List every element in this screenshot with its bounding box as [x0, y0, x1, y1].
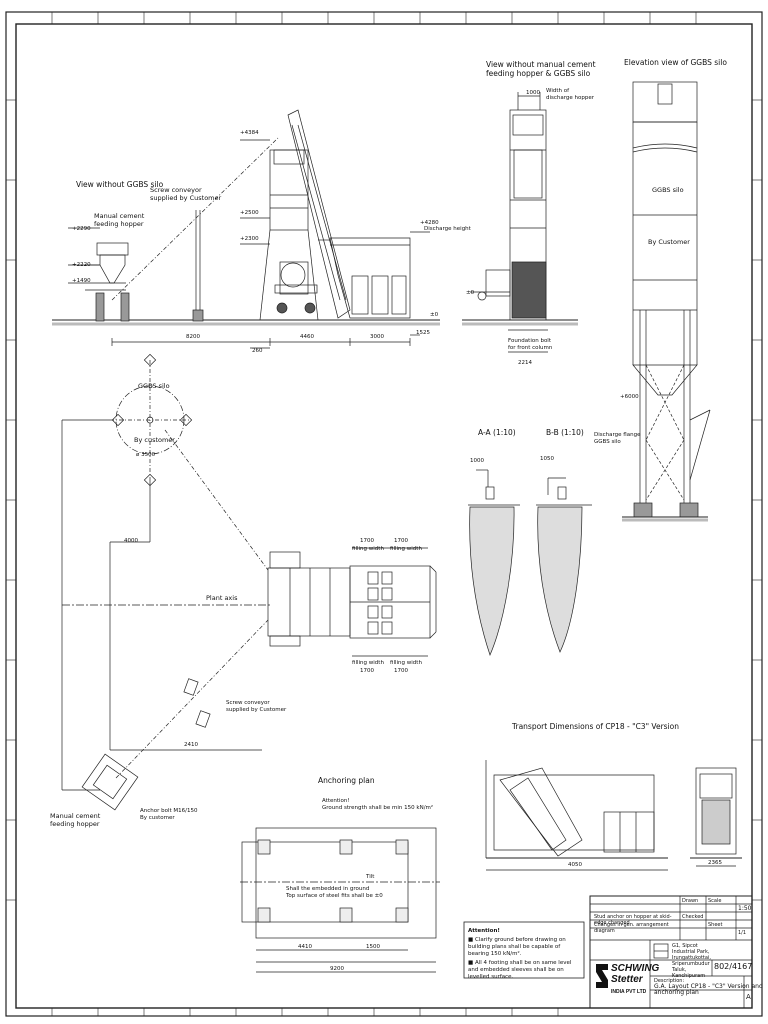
dim-1000: 1000 [526, 90, 540, 96]
attention-notes: Attention! ■ Clarify ground before drawi… [468, 928, 580, 983]
dim-2365: 2365 [708, 860, 722, 866]
dim-4000: 4000 [124, 538, 138, 544]
label-tilt: Tilt [366, 874, 375, 880]
dim-h4280: +4280 [420, 220, 439, 226]
view-title-front: View without manual cement feeding hoppe… [486, 60, 596, 78]
dim-3500: ø 3500 [136, 452, 156, 458]
section-views [468, 469, 592, 656]
revision-1: Stud anchor on hopper at skid-edge chang… [594, 914, 672, 926]
view-title-section-aa: A-A (1:10) [478, 428, 516, 437]
label-anchor-note: Attention! Ground strength shall be min … [322, 798, 434, 811]
label-filling-width-3: filling width [352, 660, 384, 666]
label-anchor-inner: Shall the embedded in ground Top surface… [286, 886, 383, 899]
label-filling-width-4: filling width [390, 660, 422, 666]
label-width-discharge: Width of discharge hopper [546, 88, 595, 101]
label-anchor-bolt: Anchor bolt M16/150 By customer [140, 808, 198, 821]
anchoring-plan [240, 827, 440, 973]
dim-1700b: 1700 [394, 538, 408, 544]
dim-h0a: ±0 [430, 312, 439, 318]
description-label: Description: [654, 978, 685, 984]
label-ggbs-silo-plan: GGBS silo [138, 382, 170, 390]
view-title-transport: Transport Dimensions of CP18 - "C3" Vers… [512, 722, 679, 731]
view-title-side: View without GGBS silo [76, 180, 164, 189]
dim-2410: 2410 [184, 742, 198, 748]
dim-h2500: +2500 [240, 210, 259, 216]
dim-3000: 3000 [370, 334, 384, 340]
company-address: G1, Sipcot Industrial Park, Irungattukot… [672, 943, 711, 979]
dim-h1490: +1490 [72, 278, 91, 284]
scale-label: Scale [708, 898, 722, 904]
dim-1700d: 1700 [394, 668, 408, 674]
dim-4410: 4410 [298, 944, 312, 950]
label-screw-conveyor: Screw conveyor supplied by Customer [150, 186, 222, 202]
label-screw-conveyor-plan: Screw conveyor supplied by Customer [226, 700, 287, 713]
dim-9200: 9200 [330, 966, 344, 972]
label-by-customer: By Customer [648, 238, 690, 246]
note-1: ■ Clarify ground before drawing on build… [468, 937, 566, 957]
label-discharge-height: Discharge height [424, 226, 471, 232]
revision-letter: A [746, 993, 751, 1001]
drawn-label: Drawn [682, 898, 699, 904]
label-by-customer-plan: By customer [134, 436, 175, 444]
dim-4050: 4050 [568, 862, 582, 868]
note-heading: Attention! [468, 928, 500, 934]
label-manual-hopper: Manual cement feeding hopper [94, 212, 145, 228]
label-filling-width-2: filling width [390, 546, 422, 552]
dim-4460: 4460 [300, 334, 314, 340]
scale-value: 1:50 [738, 905, 752, 912]
sheet-border [5, 11, 763, 1017]
sheet-value: 1/1 [738, 930, 747, 936]
schwing-stetter-logo: SCHWING Stetter INDIA PVT LTD [594, 962, 659, 1012]
dim-2214: 2214 [518, 360, 532, 366]
label-manual-hopper-plan: Manual cement feeding hopper [50, 812, 101, 828]
label-filling-width-1: filling width [352, 546, 384, 552]
dim-1700a: 1700 [360, 538, 374, 544]
silo-elevation-view [622, 81, 711, 522]
side-elevation-view [52, 109, 440, 349]
checked-label: Checked [682, 914, 704, 920]
dim-1525: 1525 [416, 330, 430, 336]
dim-8200: 8200 [186, 334, 200, 340]
dim-h2220: +2220 [72, 262, 91, 268]
sheet-label: Sheet [708, 922, 723, 928]
dim-h4384: +4384 [240, 130, 259, 136]
dim-h2300: +2300 [240, 236, 259, 242]
title-block [589, 895, 753, 1009]
revision-2: Changes in gen. arrangement diagram [594, 922, 669, 934]
dim-1000b: 1000 [470, 458, 484, 464]
transport-view [485, 760, 742, 871]
label-ggbs-silo: GGBS silo [652, 186, 684, 194]
label-plant-axis: Plant axis [206, 594, 238, 602]
description: G.A. Layout CP18 - "C3" Version and anch… [654, 983, 763, 996]
view-title-silo: Elevation view of GGBS silo [624, 58, 727, 67]
view-title-anchoring: Anchoring plan [318, 776, 375, 785]
dim-1050: 1050 [540, 456, 554, 462]
logo-subtitle: INDIA PVT LTD [611, 989, 647, 995]
front-view [462, 92, 578, 353]
dim-h2290: +2290 [72, 226, 91, 232]
grid-ticks [6, 12, 762, 1016]
view-title-section-bb: B-B (1:10) [546, 428, 584, 437]
dim-h0b: ±0 [466, 290, 475, 296]
plan-view [61, 353, 437, 811]
dim-1500: 1500 [366, 944, 380, 950]
dim-6000: +6000 [620, 394, 639, 400]
dim-1700c: 1700 [360, 668, 374, 674]
schwing-logo-icon [596, 964, 608, 988]
label-foundation-bolt: Foundation bolt for front column [508, 338, 553, 351]
note-2: ■ All 4 footing shall be on same level a… [468, 960, 572, 980]
drawing-number: 802/4167 [714, 962, 753, 971]
dim-260: 260 [252, 348, 263, 354]
label-discharge-flange: Discharge flange GGBS silo [594, 432, 641, 445]
notes-box [463, 921, 585, 979]
